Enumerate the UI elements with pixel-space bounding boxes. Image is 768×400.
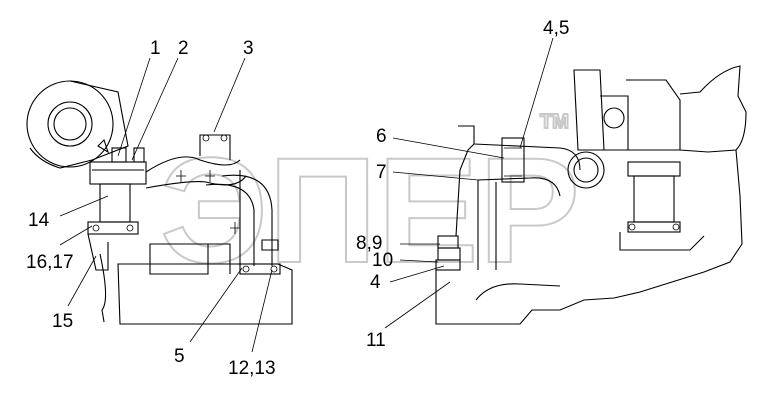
cross-mark-upper xyxy=(176,170,186,182)
turbo-clamp-left xyxy=(97,138,109,154)
outlet-inner xyxy=(573,157,599,183)
label-16-17: 16,17 xyxy=(26,252,74,273)
bolt-support-1 xyxy=(628,223,636,231)
leader-2 xyxy=(131,57,179,161)
bolt-3b xyxy=(220,134,228,142)
bolt-head-left-2 xyxy=(133,147,145,163)
flange-lower-5 xyxy=(239,263,281,275)
watermark-tm: TM xyxy=(540,111,569,133)
support-flange-right xyxy=(627,221,681,233)
leader-7 xyxy=(392,171,479,181)
turbo-body-right xyxy=(600,95,629,151)
leader-1 xyxy=(117,57,151,157)
air-pipe-upper-left xyxy=(145,156,241,173)
flange-top-left xyxy=(89,161,147,185)
label-1: 1 xyxy=(150,38,161,59)
leader-6 xyxy=(392,137,505,159)
block-step-right xyxy=(619,232,705,251)
bolt-5a xyxy=(242,265,250,273)
leader-1213 xyxy=(251,269,273,353)
pipe-upper-right xyxy=(473,143,581,171)
watermark-text: ЭПЕР xyxy=(160,126,580,294)
small-fitting xyxy=(261,239,279,251)
leader-10 xyxy=(399,259,439,263)
left-assembly xyxy=(26,80,293,325)
elbow-clamp-3 xyxy=(199,134,231,160)
turbo-hub-right xyxy=(603,107,625,129)
turbo-shell-right xyxy=(626,79,681,151)
leader-14 xyxy=(59,195,109,217)
support-top-right xyxy=(627,161,681,177)
bolt-support-2 xyxy=(672,223,680,231)
block-step-left xyxy=(150,243,231,274)
label-7: 7 xyxy=(376,162,387,183)
watermark: ЭПЕР TM xyxy=(159,110,581,295)
label-4: 4 xyxy=(370,272,381,293)
clamp-6-7 xyxy=(501,137,525,183)
turbo-housing-left xyxy=(26,80,114,168)
callout-labels: 1 2 3 4,5 6 7 8,9 10 4 11 14 16,17 15 5 … xyxy=(26,18,569,379)
leader-3 xyxy=(213,57,246,133)
leader-4 xyxy=(389,265,445,283)
label-14: 14 xyxy=(28,210,50,231)
bracket-curve-left xyxy=(99,253,107,323)
cross-mark-lower xyxy=(230,222,240,234)
flange-lower-left xyxy=(87,221,139,235)
label-5: 5 xyxy=(174,346,185,367)
leader-11 xyxy=(384,281,451,329)
bracket-left xyxy=(87,233,109,271)
bolt-3a xyxy=(202,134,210,142)
leader-lines xyxy=(59,37,554,353)
engine-block-right xyxy=(435,149,743,325)
bolt-5b xyxy=(270,265,278,273)
label-8-9: 8,9 xyxy=(356,233,382,254)
turbo-outlet-right xyxy=(679,65,747,153)
bolt-left-2 xyxy=(126,224,134,232)
bolt-head-left xyxy=(111,147,127,163)
leader-15 xyxy=(67,255,97,307)
label-3: 3 xyxy=(243,38,254,59)
label-11: 11 xyxy=(366,330,386,351)
label-4-5: 4,5 xyxy=(543,18,569,39)
leader-5 xyxy=(189,267,243,343)
bolt-left-1 xyxy=(92,224,100,232)
downpipe-outer xyxy=(205,183,255,266)
turbo-volute-left xyxy=(29,80,129,169)
outlet-ring xyxy=(567,151,605,189)
downpipe-inner xyxy=(221,174,273,266)
pipe-lower-right xyxy=(477,177,561,197)
leader-45 xyxy=(519,37,554,149)
label-2: 2 xyxy=(178,38,189,59)
vertical-pipe-left xyxy=(99,183,131,223)
block-curve-right xyxy=(475,283,561,301)
right-assembly xyxy=(435,65,747,325)
cross-mark-mid xyxy=(205,170,215,182)
label-15: 15 xyxy=(52,311,73,332)
leader-1617 xyxy=(59,225,93,246)
label-12-13: 12,13 xyxy=(228,358,276,379)
label-10: 10 xyxy=(372,250,393,271)
air-pipe-lower-left xyxy=(145,175,247,189)
washer-10 xyxy=(435,259,461,271)
support-column-right xyxy=(633,175,675,223)
turbo-inlet-left xyxy=(47,101,93,147)
turbo-inlet-inner-left xyxy=(53,107,87,141)
label-6: 6 xyxy=(376,126,387,147)
